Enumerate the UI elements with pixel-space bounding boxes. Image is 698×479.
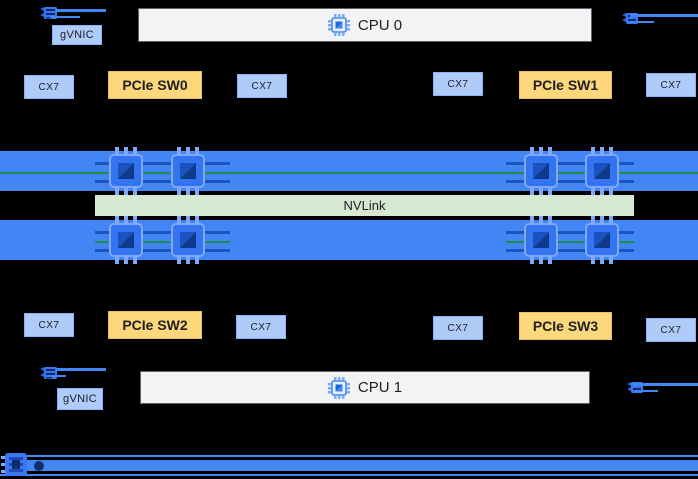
cx7-nic-box: CX7 <box>24 313 74 337</box>
cx7-nic-box: CX7 <box>236 315 286 339</box>
bus-rail-line <box>0 474 698 476</box>
pcie-sw2-label: PCIe SW2 <box>122 317 188 333</box>
cpu1-box: CPU 1 <box>140 371 590 404</box>
pcie-sw0-box: PCIe SW0 <box>108 71 202 99</box>
cx7-nic-box: CX7 <box>433 72 483 96</box>
cpu-chip-icon <box>327 14 350 36</box>
gvnic-top-label: gVNIC <box>60 29 94 41</box>
cx7-label: CX7 <box>660 79 682 91</box>
gpu-pair-link <box>506 249 634 252</box>
cpu0-box: CPU 0 <box>138 8 592 42</box>
cx7-nic-box: CX7 <box>24 75 74 99</box>
nic-link-line <box>50 375 66 377</box>
gpu-pair-link <box>506 231 634 234</box>
gpu-chip-icon <box>524 216 558 264</box>
bus-chip-icon <box>1 453 27 476</box>
nic-port-icon <box>40 367 57 379</box>
nic-link-line <box>630 14 698 17</box>
cx7-nic-box: CX7 <box>646 73 696 97</box>
gpu-pair-link <box>95 231 230 234</box>
gpu-chip-icon <box>171 216 205 264</box>
nic-link-line <box>635 390 658 392</box>
nic-link-line <box>56 9 106 12</box>
pcie-sw0-label: PCIe SW0 <box>122 77 188 93</box>
nic-port-icon <box>40 7 57 19</box>
cx7-label: CX7 <box>447 78 469 90</box>
gpu-pair-link <box>95 180 230 183</box>
nvlink-label: NVLink <box>343 198 386 213</box>
bus-rail-line <box>18 455 698 457</box>
gvnic-top-box: gVNIC <box>52 25 102 45</box>
nvlink-rail-line <box>95 241 230 243</box>
pcie-sw3-label: PCIe SW3 <box>532 318 599 334</box>
nic-link-line <box>630 21 654 23</box>
gpu-pair-link <box>95 249 230 252</box>
pcie-sw2-box: PCIe SW2 <box>108 311 202 339</box>
cx7-label: CX7 <box>38 319 60 331</box>
gpu-pair-link <box>506 162 634 165</box>
cx7-nic-box: CX7 <box>433 316 483 340</box>
cx7-label: CX7 <box>250 321 272 333</box>
bus-bar <box>25 460 698 471</box>
pcie-sw1-label: PCIe SW1 <box>532 77 599 93</box>
cpu-chip-icon <box>327 376 350 399</box>
pcie-sw3-box: PCIe SW3 <box>519 312 612 340</box>
gpu-chip-icon <box>585 147 619 195</box>
gpu-chip-icon <box>524 147 558 195</box>
cx7-label: CX7 <box>251 80 273 92</box>
gpu-chip-icon <box>171 147 205 195</box>
nvlink-box: NVLink <box>95 195 634 216</box>
cpu1-label: CPU 1 <box>357 379 403 396</box>
nic-link-line <box>50 16 80 18</box>
nvlink-rail-line <box>506 241 634 243</box>
cx7-nic-box: CX7 <box>237 74 287 98</box>
gpu-chip-icon <box>109 216 143 264</box>
gpu-chip-icon <box>109 147 143 195</box>
gvnic-bottom-label: gVNIC <box>63 393 97 405</box>
cx7-label: CX7 <box>38 81 60 93</box>
nic-link-line <box>633 383 698 386</box>
gpu-pair-link <box>506 180 634 183</box>
cx7-label: CX7 <box>660 324 682 336</box>
cx7-nic-box: CX7 <box>646 318 696 342</box>
cx7-label: CX7 <box>447 322 469 334</box>
bus-node-dot <box>34 461 44 471</box>
gpu-chip-icon <box>585 216 619 264</box>
nic-link-line <box>56 368 106 371</box>
nvlink-rail-line <box>0 172 698 174</box>
cpu0-label: CPU 0 <box>357 16 403 34</box>
gvnic-bottom-box: gVNIC <box>57 388 103 410</box>
pcie-sw1-box: PCIe SW1 <box>519 71 612 99</box>
gpu-pair-link <box>95 162 230 165</box>
